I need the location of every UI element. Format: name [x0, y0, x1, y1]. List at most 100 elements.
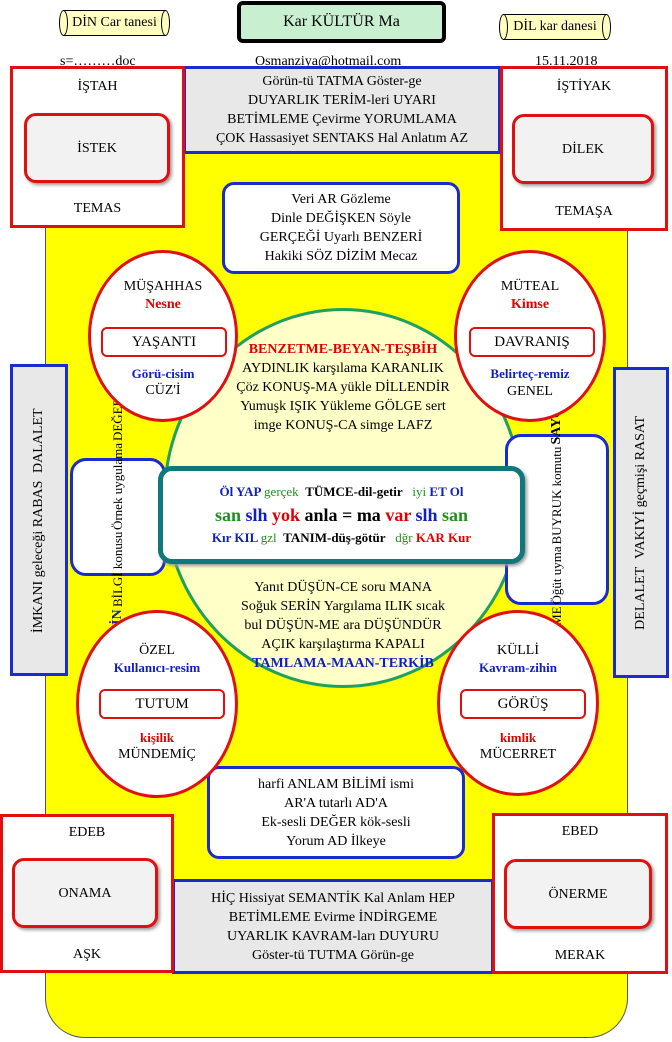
oval-line-1: MÜŞAHHAS [123, 279, 203, 294]
mid-row-2: san slh yok anla = ma var slh san [215, 503, 468, 527]
corner-box-bottom-left: EDEB ONAMA AŞK [0, 814, 174, 973]
top-box-line: Dinle DEĞİŞKEN Söyle [271, 211, 411, 226]
mid-word: gzl [260, 530, 277, 545]
corner-bottom-label: AŞK [72, 947, 101, 962]
oval-inner-box: YAŞANTI [101, 327, 227, 357]
center-top-title: BENZETME-BEYAN-TEŞBİH [248, 342, 438, 357]
far-left-line: İMKANI geleceği RABAS [31, 480, 46, 633]
file-name: s=………doc [60, 54, 136, 69]
oval-line-3: kimlik [499, 730, 537, 745]
oval-line-2: Kimse [510, 297, 550, 312]
top-box-line: GERÇEĞİ Uyarlı BENZERİ [259, 230, 423, 245]
mid-word: var [385, 505, 411, 525]
bottom-box-line: Ek-sesli DEĞER kök-sesli [261, 814, 411, 830]
date: 15.11.2018 [535, 54, 598, 69]
mid-row-3: Kır KIL gzl TANIM-düş-götür dğr KAR Kur [212, 527, 471, 549]
mid-word: Kır KIL [211, 530, 258, 545]
corner-inner-label: İSTEK [77, 140, 117, 156]
oval-line-1: MÜTEAL [500, 279, 560, 294]
bottom-blue-box: harfi ANLAM BİLİMİ ismi AR'A tutarlı AD'… [207, 766, 465, 859]
email: Osmanziya@hotmail.com [255, 54, 402, 69]
corner-box-top-left: İŞTAH İSTEK TEMAS [10, 66, 185, 228]
oval-line-3: Görü-cisim [131, 366, 195, 381]
mid-word: yok [272, 505, 301, 525]
bottom-box-line: Yorum AD İlkeye [286, 833, 386, 849]
oval-inner-label: YAŞANTI [131, 333, 197, 350]
top-box-line: Hakiki SÖZ DİZİM Mecaz [264, 249, 418, 264]
corner-top-label: EDEB [68, 825, 106, 840]
corner-top-label: EBED [561, 824, 599, 839]
far-left-line: DALALET [31, 407, 46, 473]
corner-bottom-label: TEMAŞA [555, 204, 613, 219]
mid-word: san [442, 505, 469, 525]
side-left-line: Örnek uygulama [110, 443, 125, 531]
corner-inner-box: İSTEK [24, 113, 170, 183]
far-right-line: VAKIYİ geçmişi RASAT [633, 415, 648, 559]
mid-word: KAR Kur [415, 530, 472, 545]
top-band-line: BETİMLEME Çevirme YORUMLAMA [227, 112, 457, 127]
header-right-tag-text: DİL kar danesi [513, 19, 597, 34]
bottom-band: HİÇ Hissiyat SEMANTİK Kal Anlam HEP BETİ… [172, 879, 494, 974]
oval-line-4: CÜZ'İ [145, 383, 181, 398]
corner-inner-label: ONAMA [58, 885, 112, 901]
top-band: Görün-tü TATMA Göster-ge DUYARLIK TERİM-… [183, 66, 501, 154]
oval-line-2: Kullanıcı-resim [113, 660, 201, 675]
mid-word: san [214, 505, 241, 525]
top-band-line: ÇOK Hassasiyet SENTAKS Hal Anlatım AZ [215, 131, 469, 146]
middle-teal-box: Öl YAP gerçek TÜMCE-dil-getir iyi ET Ol … [158, 466, 525, 564]
corner-inner-box: ÖNERME [504, 859, 652, 929]
side-right-line: BUYRUK komutu [549, 446, 564, 544]
oval-line-3: Belirteç-remiz [490, 366, 570, 381]
corner-inner-box: DİLEK [512, 114, 654, 184]
corner-bottom-label: TEMAS [73, 201, 122, 216]
oval-inner-box: GÖRÜŞ [460, 689, 586, 719]
side-right-line: Öğüt uyma [549, 546, 564, 605]
oval-inner-label: GÖRÜŞ [497, 695, 549, 712]
top-box-line: Veri AR Gözleme [291, 192, 391, 207]
oval-line-2: Nesne [145, 297, 181, 312]
center-bottom-line: bul DÜŞÜN-ME ara DÜŞÜNDÜR [244, 618, 442, 633]
mid-word: slh [415, 505, 438, 525]
top-band-line: Görün-tü TATMA Göster-ge [262, 74, 422, 89]
oval-line-2: Kavram-zihin [479, 660, 557, 675]
center-bottom-title: TAMLAMA-MAAN-TERKİB [252, 656, 434, 671]
oval-inner-label: DAVRANIŞ [494, 333, 570, 350]
oval-line-4: MÜNDEMİÇ [118, 747, 196, 762]
header-left-tag: DİN Car tanesi [59, 10, 170, 36]
corner-inner-label: DİLEK [562, 141, 604, 157]
oval-bottom-right: KÜLLİ Kavram-zihin GÖRÜŞ kimlik MÜCERRET [437, 610, 599, 796]
corner-top-label: İŞTAH [77, 79, 118, 94]
top-blue-box: Veri AR Gözleme Dinle DEĞİŞKEN Söyle GER… [222, 182, 460, 274]
center-top-line: imge KONUŞ-CA simge LAFZ [253, 418, 433, 433]
mid-word: gerçek [264, 484, 299, 499]
header-title: Kar KÜLTÜR Ma [237, 1, 446, 43]
mid-row-1: Öl YAP gerçek TÜMCE-dil-getir iyi ET Ol [219, 481, 463, 503]
oval-inner-label: TUTUM [135, 695, 189, 712]
bottom-box-line: AR'A tutarlı AD'A [284, 795, 388, 811]
center-bottom-line: Soğuk SERİN Yargılama ILIK sıcak [241, 599, 445, 614]
header-right-tag: DİL kar danesi [499, 14, 611, 40]
mid-word: dğr [395, 530, 413, 545]
oval-line-4: MÜCERRET [479, 747, 557, 762]
center-bottom-line: AÇIK karşılaştırma KAPALI [261, 637, 425, 652]
top-band-line: DUYARLIK TERİM-leri UYARI [248, 93, 436, 108]
mid-word: ET Ol [429, 484, 464, 499]
center-bottom-text: Yanıt DÜŞÜN-CE soru MANA Soğuk SERİN Yar… [193, 578, 493, 673]
mid-word: anla [304, 505, 338, 525]
mid-word: = [342, 505, 353, 525]
center-top-line: AYDINLIK karşılama KARANLIK [242, 361, 444, 376]
mid-word: ma [356, 505, 381, 525]
bottom-band-line: UYARLIK KAVRAM-ları DUYURU [226, 928, 440, 944]
corner-box-bottom-right: EBED ÖNERME MERAK [492, 813, 668, 974]
corner-bottom-label: MERAK [554, 948, 606, 963]
mid-word: TANIM-düş-götür [283, 530, 386, 545]
corner-inner-label: ÖNERME [548, 886, 608, 902]
oval-bottom-left: ÖZEL Kullanıcı-resim TUTUM kişilik MÜNDE… [76, 610, 238, 798]
center-top-text: BENZETME-BEYAN-TEŞBİH AYDINLIK karşılama… [193, 340, 493, 435]
corner-inner-box: ONAMA [12, 858, 158, 928]
mid-word: Öl YAP [219, 484, 261, 499]
header-left-tag-text: DİN Car tanesi [72, 15, 157, 30]
center-bottom-line: Yanıt DÜŞÜN-CE soru MANA [254, 580, 432, 595]
mid-word: slh [245, 505, 268, 525]
oval-top-left: MÜŞAHHAS Nesne YAŞANTI Görü-cisim CÜZ'İ [88, 250, 238, 422]
